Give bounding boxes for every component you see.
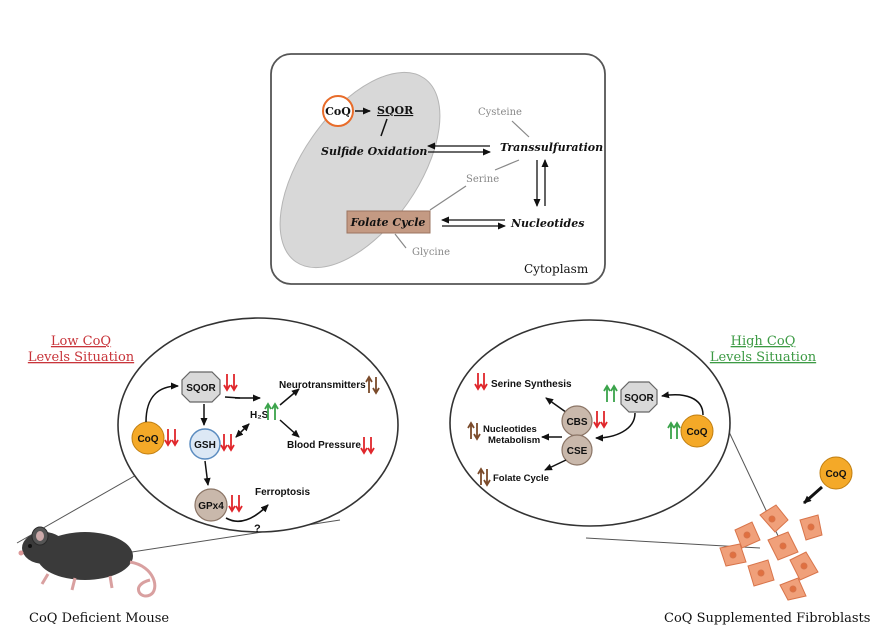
fibroblasts-caption: CoQ Supplemented Fibroblasts [664,611,870,626]
cytoplasm-label: Cytoplasm [524,262,589,276]
glycine-label: Glycine [412,247,450,258]
coq-external-node [819,456,853,490]
cbs-label: CBS [566,417,587,428]
sulfide-oxidation-label: Sulfide Oxidation [321,145,427,158]
coq-label-right: CoQ [686,427,707,438]
sqor-label-top: SQOR [377,104,414,117]
cysteine-label: Cysteine [478,107,522,118]
high-coq-title-2: Levels Situation [710,350,817,365]
folate-cycle-label-right: Folate Cycle [493,473,549,484]
high-coq-panel: High CoQ Levels Situation Serine Synthes… [449,319,870,626]
serine-synthesis-label: Serine Synthesis [491,379,572,390]
mouse-caption: CoQ Deficient Mouse [29,611,169,626]
nucleotides-label-1: Nucleotides [483,424,537,435]
low-coq-circle [117,317,399,533]
transsulfuration-label: Transsulfuration [500,141,603,154]
nucleotides-label-2: Metabolism [488,435,540,446]
blood-pressure-label: Blood Pressure [287,440,361,451]
neurotransmitters-label: Neurotransmitters [279,380,366,391]
gsh-label: GSH [194,440,216,451]
sqor-label-right: SQOR [624,393,654,404]
cse-node [561,434,593,466]
low-coq-panel: Low CoQ Levels Situation SQOR CoQ GSH GP… [16,317,399,626]
coq-external-label: CoQ [825,469,846,480]
gsh-node [189,428,221,460]
nucleotides-label-top: Nucleotides [510,217,584,230]
folate-cycle-label-top: Folate Cycle [350,216,426,229]
serine-label: Serine [466,174,499,185]
sqor-node-right [620,381,658,413]
low-coq-title-1: Low CoQ [51,334,111,349]
fibroblasts-illustration [719,504,823,601]
cytoplasm-panel: CoQ SQOR Sulfide Oxidation Cysteine Tran… [270,53,606,285]
folate-cycle-box [346,210,431,234]
sqor-node-left [181,371,221,403]
mitochondrion-shape [279,71,441,269]
high-coq-title-1: High CoQ [731,334,796,349]
gpx4-label: GPx4 [198,501,224,512]
gpx4-node [194,488,228,522]
coq-node-right [680,414,714,448]
sqor-label-left: SQOR [186,383,216,394]
cse-label: CSE [567,446,588,457]
coq-node-left [131,421,165,455]
h2s-label: H₂S [250,410,269,421]
low-coq-title-2: Levels Situation [28,350,135,365]
coq-node-top [322,95,354,127]
question-mark: ? [254,523,261,535]
coq-label-top: CoQ [325,105,351,118]
mouse-illustration [18,526,157,598]
ferroptosis-label: Ferroptosis [255,487,310,498]
coq-label-left: CoQ [137,434,158,445]
